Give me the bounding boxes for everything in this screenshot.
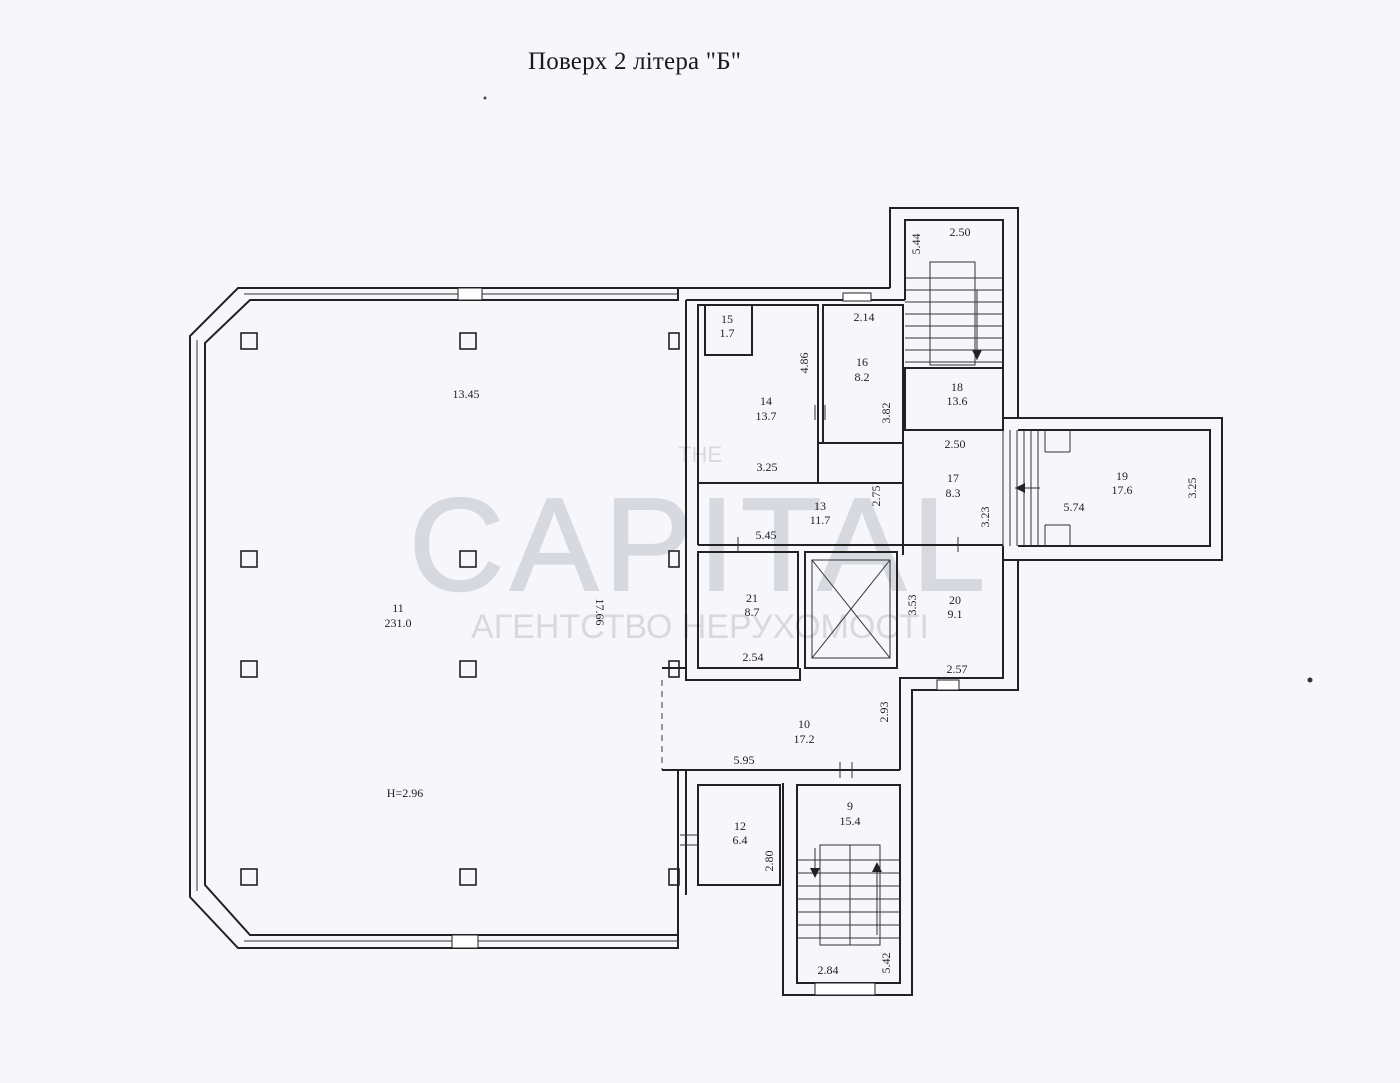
stray-mark bbox=[1307, 677, 1313, 683]
dimension-3-53: 3.53 bbox=[905, 595, 919, 616]
room-13-area: 11.7 bbox=[810, 513, 831, 527]
watermark-line3: АГЕНТСТВО НЕРУХОМОСТІ bbox=[471, 608, 929, 646]
room-12-number: 12 bbox=[734, 819, 746, 833]
room-20-area: 9.1 bbox=[948, 607, 963, 621]
room-19-number: 19 bbox=[1116, 469, 1128, 483]
dimension-5-74: 5.74 bbox=[1064, 500, 1085, 514]
room-19-area: 17.6 bbox=[1112, 483, 1133, 497]
room-20-number: 20 bbox=[949, 593, 961, 607]
room-18-number: 18 bbox=[951, 380, 963, 394]
room-9-area: 15.4 bbox=[840, 814, 861, 828]
room-17-area: 8.3 bbox=[946, 486, 961, 500]
dimension-5-42: 5.42 bbox=[879, 953, 893, 974]
room-12-area: 6.4 bbox=[733, 833, 748, 847]
stair-lower bbox=[797, 844, 900, 946]
room-15-area: 1.7 bbox=[720, 326, 735, 340]
watermark-line1: THE bbox=[678, 442, 722, 467]
dimension-3-23: 3.23 bbox=[978, 507, 992, 528]
stray-mark bbox=[483, 96, 487, 100]
room-21-area: 8.7 bbox=[745, 605, 760, 619]
room-15-number: 15 bbox=[721, 312, 733, 326]
dimension-2-50b: 2.50 bbox=[945, 437, 966, 451]
dimension-2-50a: 2.50 bbox=[950, 225, 971, 239]
dimension-2-14: 2.14 bbox=[854, 310, 875, 324]
room-17-number: 17 bbox=[947, 471, 959, 485]
dimension-3-25a: 3.25 bbox=[757, 460, 778, 474]
height-label: H=2.96 bbox=[387, 786, 423, 800]
dimension-2-80: 2.80 bbox=[762, 851, 776, 872]
hall-columns bbox=[240, 332, 680, 886]
stair-small bbox=[1002, 430, 1040, 546]
dimension-2-57: 2.57 bbox=[947, 662, 968, 676]
plan-title: Поверх 2 літера "Б" bbox=[528, 48, 742, 75]
room-10-area: 17.2 bbox=[794, 732, 815, 746]
room-9-number: 9 bbox=[847, 799, 853, 813]
dimension-13-45: 13.45 bbox=[453, 387, 480, 401]
dimension-3-82: 3.82 bbox=[879, 403, 893, 424]
room-16-number: 16 bbox=[856, 355, 868, 369]
stair-upper bbox=[905, 261, 1003, 366]
dimension-3-25b: 3.25 bbox=[1185, 478, 1199, 499]
room-18-area: 13.6 bbox=[947, 394, 968, 408]
dimension-5-45: 5.45 bbox=[756, 528, 777, 542]
dimension-2-75: 2.75 bbox=[869, 486, 883, 507]
dimension-2-93: 2.93 bbox=[877, 702, 891, 723]
room-14-number: 14 bbox=[760, 394, 772, 408]
room-16-area: 8.2 bbox=[855, 370, 870, 384]
room-21-number: 21 bbox=[746, 591, 758, 605]
room-14-area: 13.7 bbox=[756, 409, 777, 423]
room-11-number: 11 bbox=[392, 601, 404, 615]
room-13-number: 13 bbox=[814, 499, 826, 513]
core-walls bbox=[661, 207, 1223, 996]
dimension-5-44: 5.44 bbox=[909, 234, 923, 255]
dimension-labels: 13.45 17.66 H=2.96 4.86 3.25 2.14 3.82 2… bbox=[387, 225, 1199, 977]
dimension-5-95: 5.95 bbox=[734, 753, 755, 767]
dimension-4-86: 4.86 bbox=[797, 353, 811, 374]
room-11-area: 231.0 bbox=[385, 616, 412, 630]
dimension-2-54: 2.54 bbox=[743, 650, 764, 664]
dimension-17-66: 17.66 bbox=[593, 599, 607, 626]
room-10-number: 10 bbox=[798, 717, 810, 731]
room-labels: 11 231.0 15 1.7 14 13.7 16 8.2 18 13.6 1… bbox=[385, 312, 1133, 847]
dimension-2-84: 2.84 bbox=[818, 963, 839, 977]
